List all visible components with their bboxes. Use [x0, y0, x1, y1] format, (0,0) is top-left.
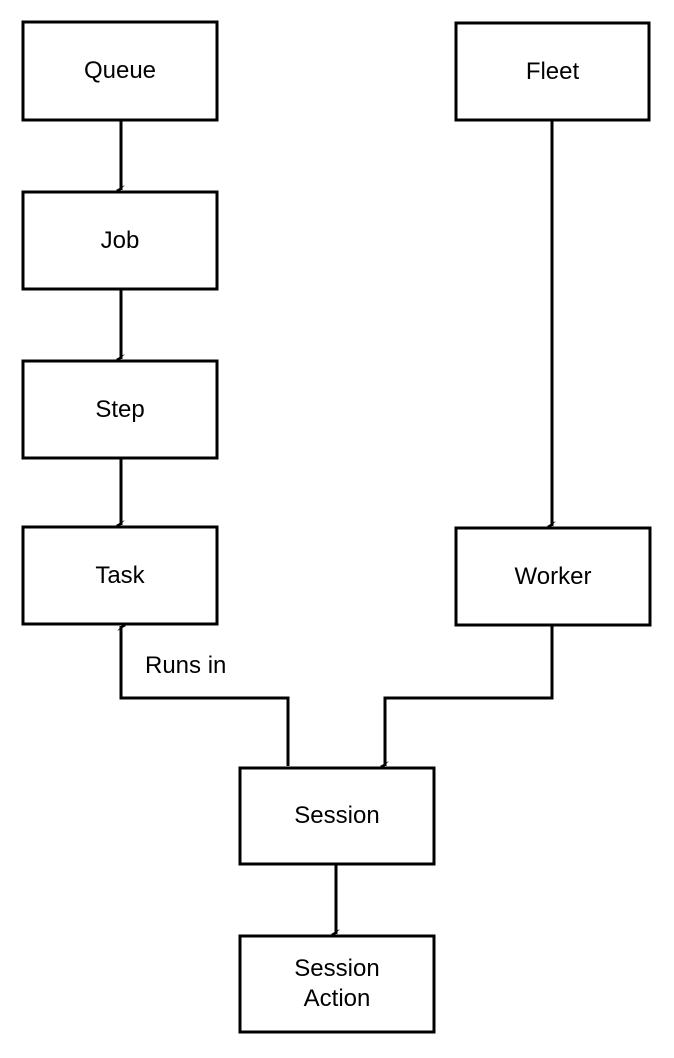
node-job-box[interactable] [21, 190, 219, 291]
edges-group [121, 120, 552, 934]
edge-label-runs-in: Runs in [145, 652, 227, 679]
node-worker-box[interactable] [454, 526, 652, 627]
node-fleet-box[interactable] [454, 21, 651, 122]
node-step-box[interactable] [21, 359, 219, 460]
nodes-group [21, 20, 652, 1034]
edge-worker-to-session [385, 625, 554, 766]
node-queue-box[interactable] [21, 20, 219, 122]
node-session-box[interactable] [238, 766, 436, 866]
node-task-box[interactable] [21, 525, 219, 626]
edge-session-to-task [121, 626, 290, 766]
node-session-action-box[interactable] [238, 934, 436, 1034]
